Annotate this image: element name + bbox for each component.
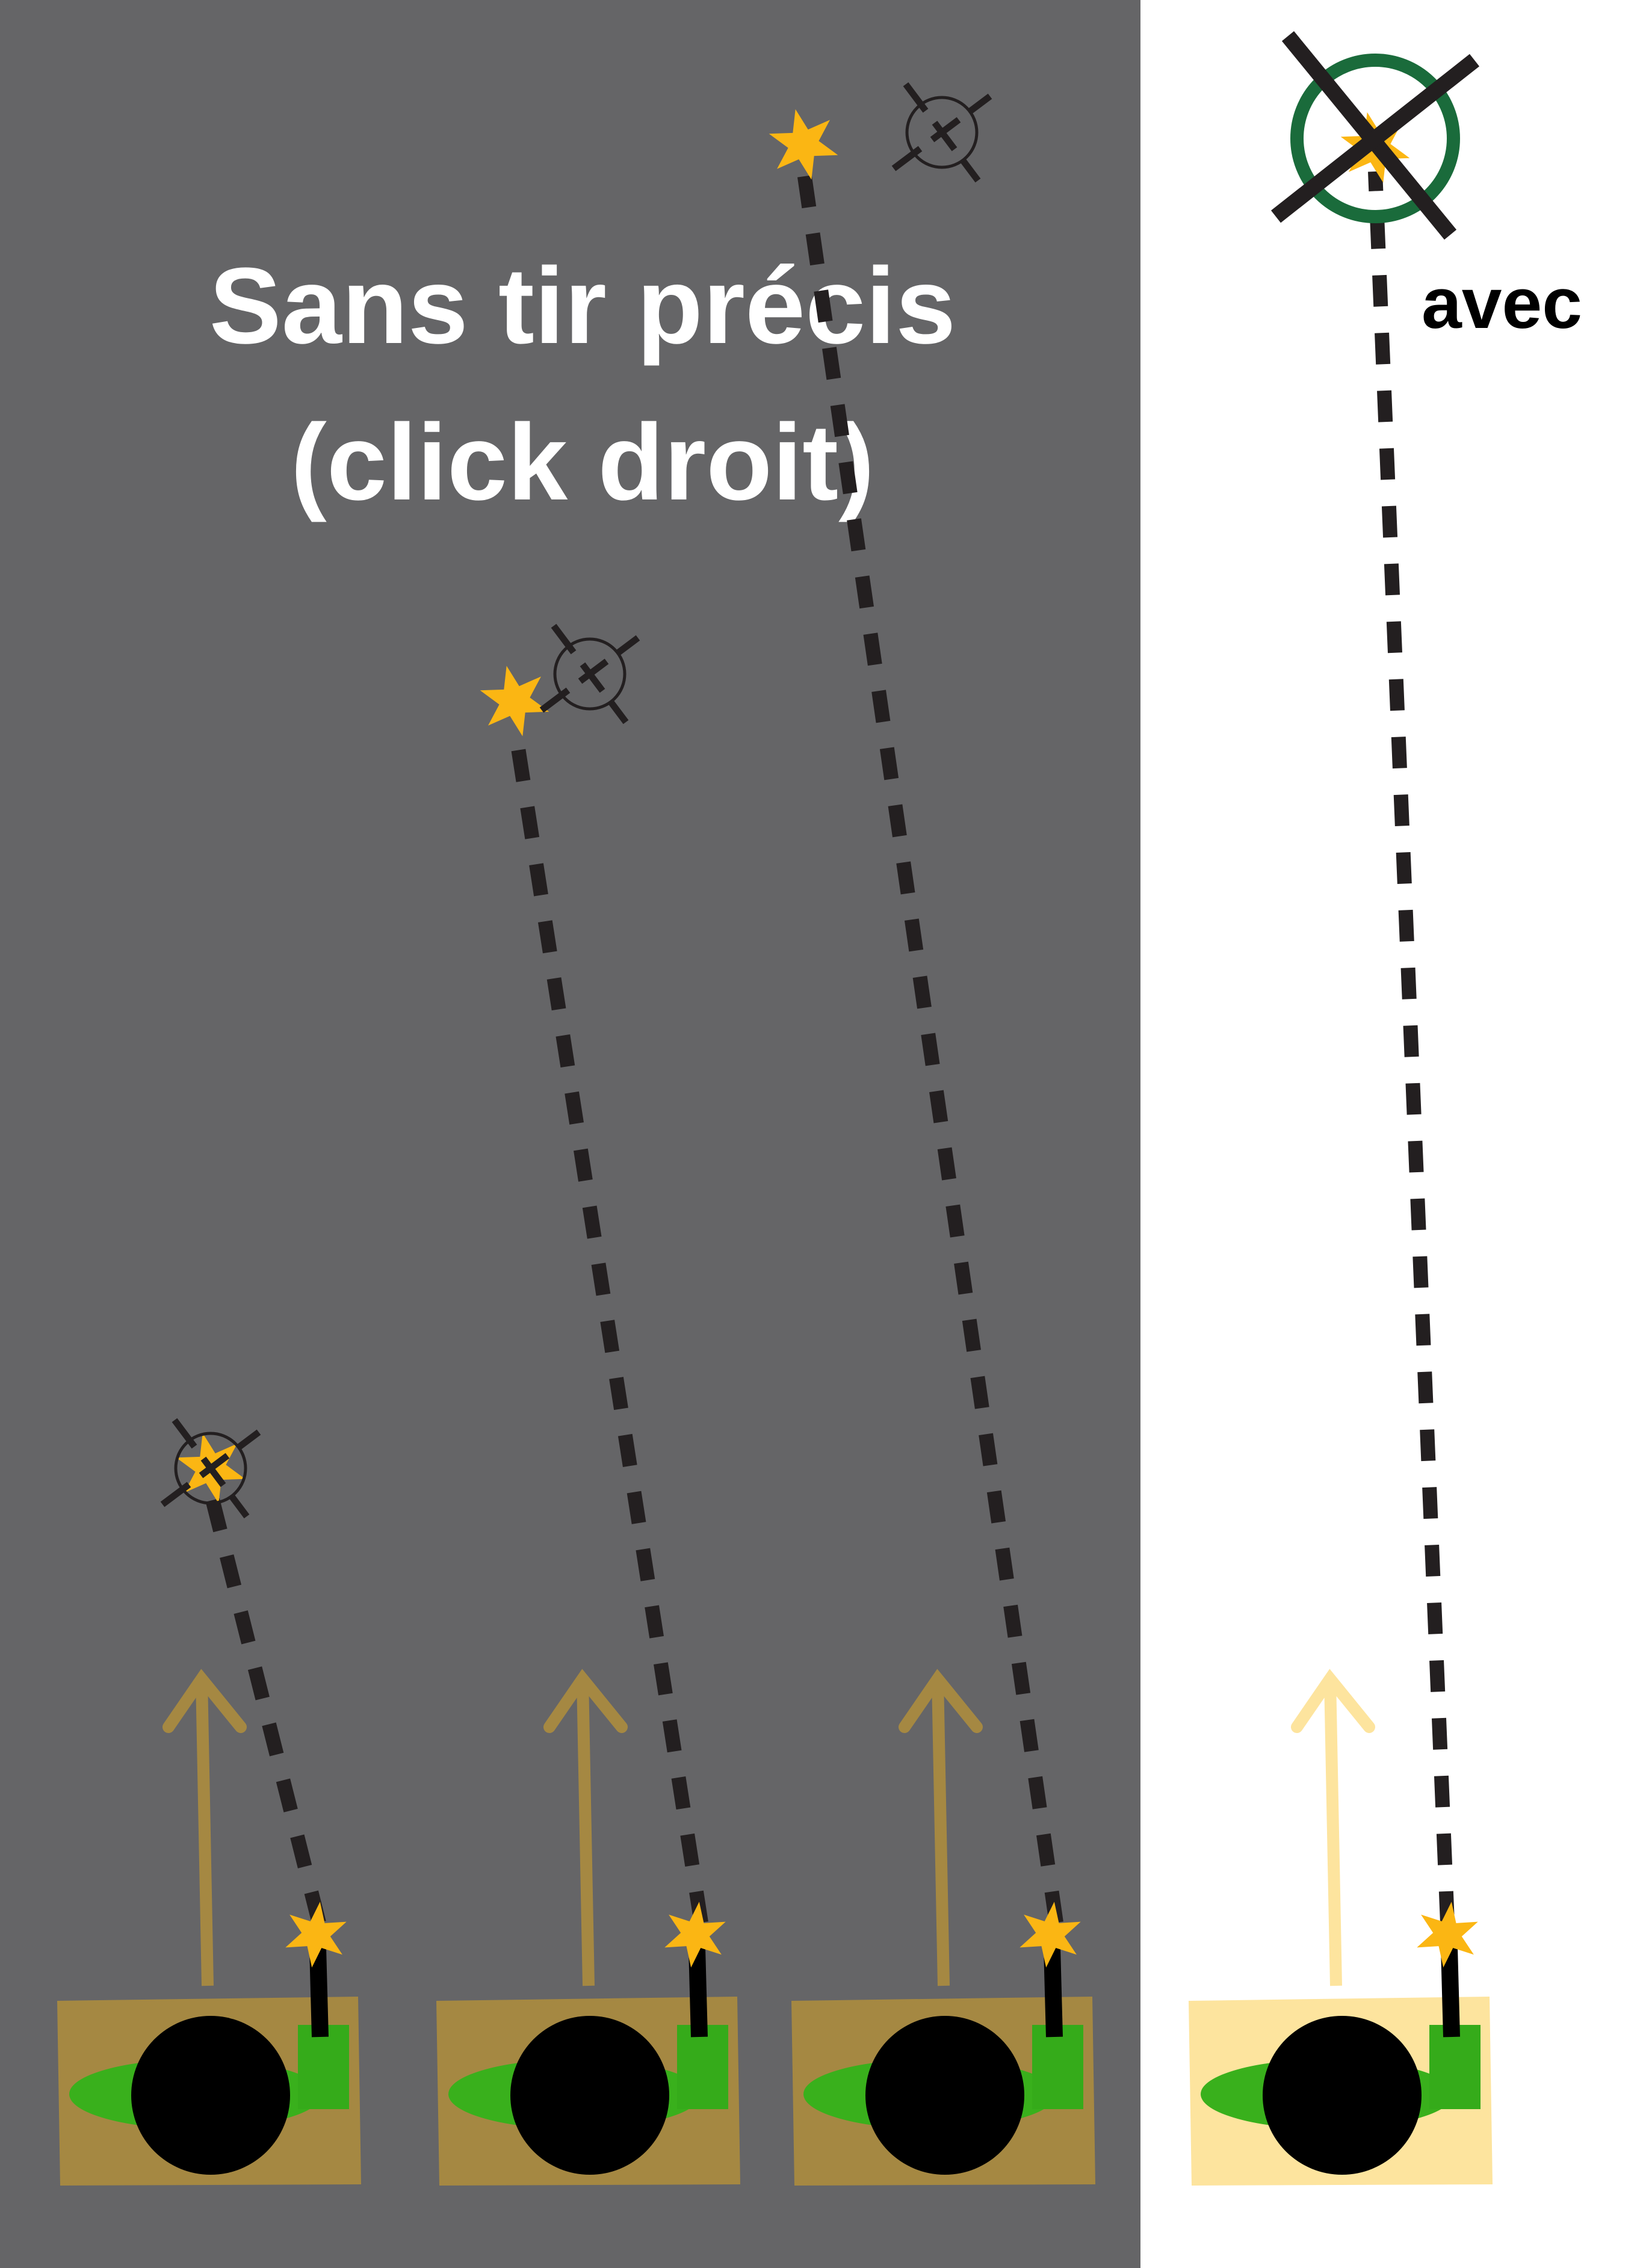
movement-arrow-icon — [543, 1669, 628, 1986]
crosshair-icon — [1270, 31, 1480, 240]
trajectories — [203, 167, 1455, 1924]
crosshair-icon — [160, 1418, 261, 1519]
tank-body — [510, 2016, 669, 2175]
movement-arrow-icon — [162, 1669, 247, 1986]
title-line-2: (click droit) — [291, 402, 874, 523]
turret-mount — [1032, 2025, 1083, 2109]
trajectory-line — [796, 167, 1063, 1924]
tank-body — [1263, 2016, 1422, 2175]
muzzle-flash-icon — [285, 1902, 347, 1968]
trajectory-line — [1368, 171, 1455, 1923]
impacts — [160, 31, 1480, 1519]
crosshair-icon — [891, 82, 992, 183]
movement-arrows — [162, 1669, 1375, 1986]
muzzle-flash-icon — [1020, 1902, 1081, 1968]
muzzle-flash-icon — [664, 1902, 726, 1968]
movement-arrow-icon — [899, 1669, 983, 1986]
tank-body — [865, 2016, 1024, 2175]
movement-arrow-icon — [1291, 1669, 1375, 1986]
crosshair-icon — [539, 623, 640, 725]
tank-icon — [1189, 1902, 1493, 2186]
turret-mount — [298, 2025, 349, 2109]
tank-icon — [436, 1902, 740, 2186]
trajectory-line — [203, 1491, 326, 1924]
impact-flash-icon — [480, 666, 549, 737]
impact-flash-icon — [769, 109, 838, 180]
left-panel-background — [0, 0, 1140, 2268]
tank-icon — [791, 1902, 1095, 2186]
tanks — [57, 1902, 1493, 2186]
turret-mount — [677, 2025, 728, 2109]
trajectory-line — [507, 724, 708, 1924]
tank-icon — [57, 1902, 361, 2186]
title-line-1: Sans tir précis — [209, 246, 956, 366]
muzzle-flash-icon — [1417, 1902, 1478, 1968]
avec-label: avec — [1422, 263, 1582, 344]
right-panel-background — [1140, 0, 1643, 2268]
tank-body — [131, 2016, 290, 2175]
turret-mount — [1429, 2025, 1481, 2109]
